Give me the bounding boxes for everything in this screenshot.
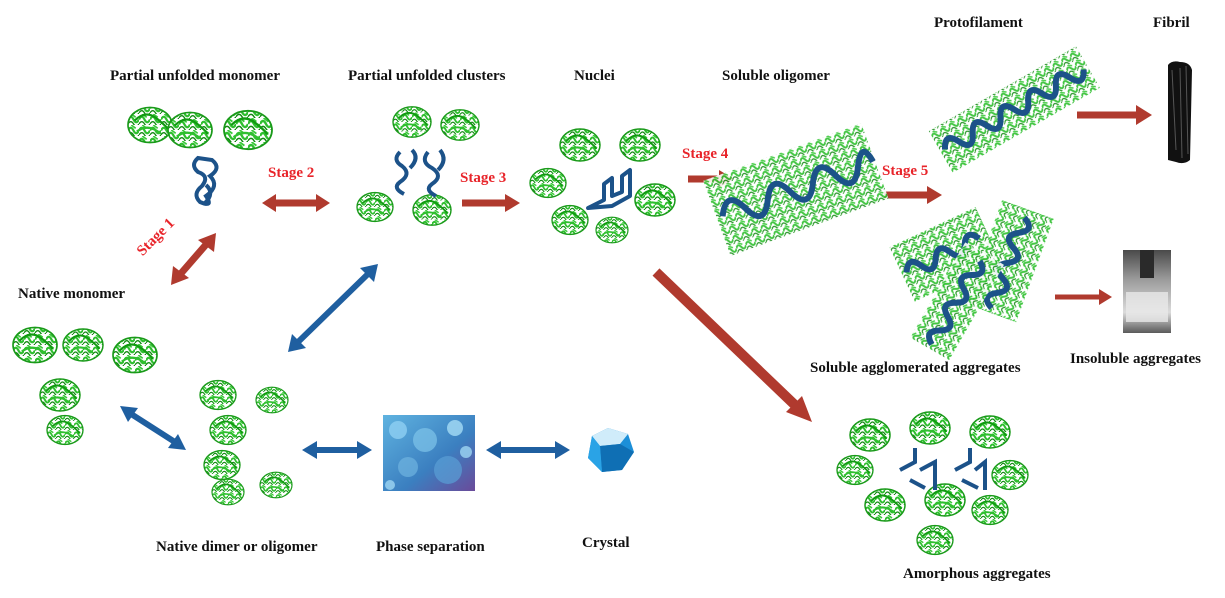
- stage5-label: Stage 5: [882, 163, 929, 179]
- dimer-phase-arrow: [302, 441, 372, 459]
- stage4-label: Stage 4: [682, 146, 729, 162]
- protofilament-to-fibril-arrow: [1077, 105, 1152, 125]
- stage3-label: Stage 3: [460, 170, 507, 186]
- stage3-arrow: [462, 194, 520, 212]
- soluble-oligomer-icon: [703, 123, 889, 256]
- soluble-agglomerated-aggregates-icon: [889, 200, 1054, 361]
- fibril-label: Fibril: [1153, 15, 1190, 31]
- partial-unfolded-monomer-label: Partial unfolded monomer: [110, 68, 280, 84]
- crystal-icon: [588, 428, 634, 472]
- protofilament-label: Protofilament: [934, 15, 1023, 31]
- insoluble-aggregates-label: Insoluble aggregates: [1070, 351, 1201, 367]
- stage2-label: Stage 2: [268, 165, 315, 181]
- stage5-arrow: [884, 186, 942, 204]
- phase-crystal-arrow: [486, 441, 570, 459]
- native-dimer-oligomer-label: Native dimer or oligomer: [156, 539, 318, 555]
- fibril-image: [1168, 61, 1192, 164]
- nuclei-icon: [529, 128, 676, 244]
- clusters-dimer-arrow: [288, 264, 378, 352]
- soluble-oligomer-label: Soluble oligomer: [722, 68, 830, 84]
- stage2-arrow: [262, 194, 330, 212]
- stage1-arrow: [171, 233, 216, 285]
- soluble-agglomerated-aggregates-label: Soluble agglomerated aggregates: [810, 360, 1021, 376]
- agglomerated-to-insoluble-arrow: [1055, 289, 1112, 305]
- native-monomer-label: Native monomer: [18, 286, 126, 302]
- phase-separation-image: [383, 415, 475, 491]
- nuclei-label: Nuclei: [574, 68, 615, 84]
- native-dimer-oligomer-icon: [199, 379, 293, 506]
- amorphous-aggregates-icon: [836, 411, 1029, 556]
- partial-unfolded-clusters-icon: [356, 105, 480, 227]
- partial-unfolded-monomer-icon: [126, 106, 274, 206]
- vial-image: [1123, 250, 1171, 333]
- phase-separation-label: Phase separation: [376, 539, 485, 555]
- nuclei-to-amorphous-arrow: [652, 268, 812, 422]
- partial-unfolded-clusters-label: Partial unfolded clusters: [348, 68, 506, 84]
- crystal-label: Crystal: [582, 535, 630, 551]
- native-monomer-icon: [11, 326, 159, 446]
- protofilament-icon: [928, 46, 1100, 173]
- native-monomer-dimer-arrow: [120, 406, 186, 450]
- amorphous-aggregates-label: Amorphous aggregates: [903, 566, 1051, 582]
